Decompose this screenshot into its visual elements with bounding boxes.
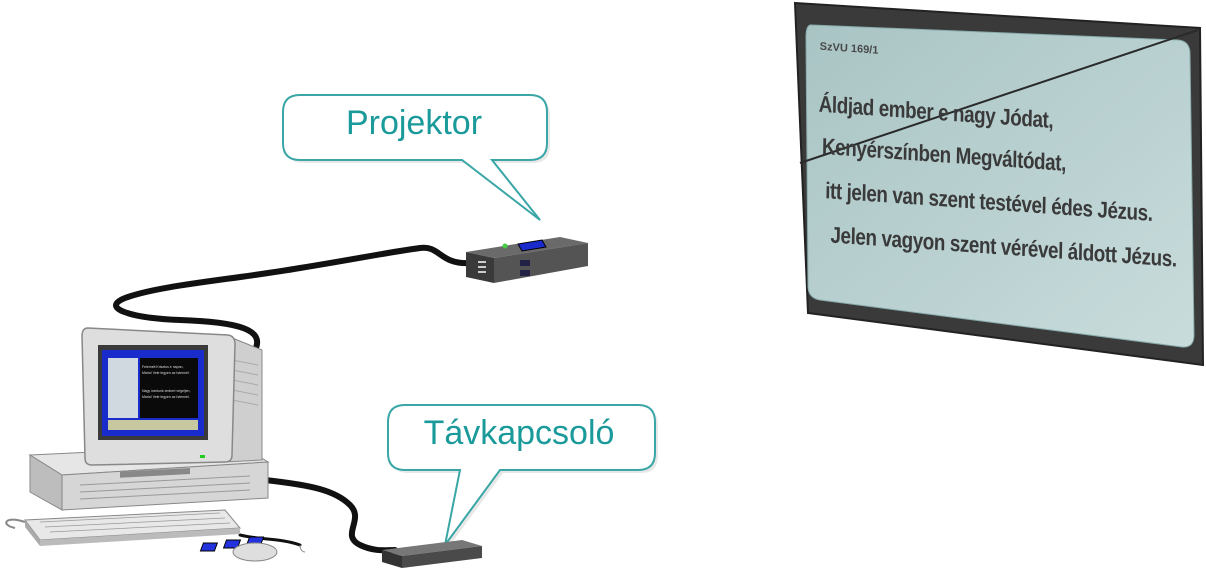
projector-led <box>502 243 508 249</box>
projector-label: Projektor <box>345 104 483 142</box>
projector-lens <box>517 239 547 252</box>
projector-device <box>466 237 588 283</box>
monitor-line-2: Mária! Vele legyen az Istennél. <box>142 371 190 375</box>
monitor-line-4: Mária! Vele legyen az Istennél. <box>142 395 190 399</box>
lyric-line-1: Áldjad ember e nagy Jódat, <box>818 90 1054 133</box>
song-code: SzVU 169/1 <box>819 40 879 57</box>
computer: Felemelt Krisztus e napon, Mária! Vele l… <box>5 327 306 562</box>
power-led <box>200 455 205 458</box>
lyric-line-4: Jelen vagyon szent vérével áldott Jézus. <box>830 221 1177 272</box>
projector-cable <box>113 244 473 353</box>
monitor-line-1: Felemelt Krisztus e napon, <box>142 365 183 369</box>
remote-button-1 <box>199 542 219 552</box>
monitor-line-3: Nagy irántunk embert végeljen, <box>142 389 190 393</box>
projection-screen <box>793 1 1205 367</box>
projected-text: SzVU 169/1 Áldjad ember e nagy Jódat, Ke… <box>805 30 1200 357</box>
screen-glare-line <box>799 29 1199 164</box>
lyric-line-3: itt jelen van szent testével édes Jézus. <box>824 177 1153 226</box>
remote-button-2 <box>222 539 242 549</box>
lyric-line-2: Kenyérszínben Megváltódat, <box>821 132 1067 176</box>
remote-device <box>199 536 482 568</box>
remote-cable <box>262 477 398 554</box>
remote-callout <box>387 404 658 548</box>
cables <box>113 244 473 554</box>
remote-control-label: Távkapcsoló <box>423 414 615 452</box>
projector-callout <box>282 94 550 223</box>
